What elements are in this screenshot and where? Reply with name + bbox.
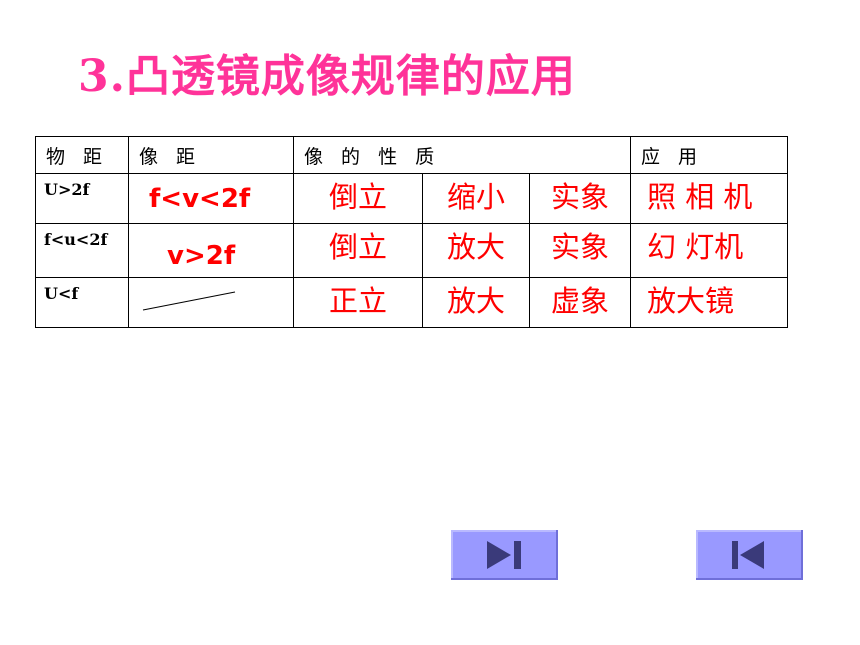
header-object-distance: 物 距 (35, 136, 129, 174)
application-cell: 幻 灯机 (630, 223, 788, 278)
diagonal-line (142, 291, 236, 311)
condition-cell: f<u<2f (35, 223, 129, 278)
lens-imaging-table: 物 距 像 距 像 的 性 质 应 用 U>2f f<v<2f 倒立 缩小 实象… (35, 136, 788, 328)
condition-cell: U>2f (35, 173, 129, 224)
orientation-cell: 正立 (293, 277, 423, 328)
size-cell: 缩小 (422, 173, 530, 224)
orientation-cell: 倒立 (293, 223, 423, 278)
skip-back-icon (732, 541, 764, 569)
slide-title: 3.凸透镜成像规律的应用 (78, 51, 576, 102)
size-cell: 放大 (422, 223, 530, 278)
table-header-row: 物 距 像 距 像 的 性 质 应 用 (35, 136, 788, 174)
image-distance-cell: v>2f (128, 223, 294, 278)
image-distance-cell-empty (128, 277, 294, 328)
header-image-nature: 像 的 性 质 (293, 136, 631, 174)
table-row: U<f 正立 放大 虚象 放大镜 (35, 277, 788, 328)
table-row: f<u<2f v>2f 倒立 放大 实象 幻 灯机 (35, 223, 788, 278)
image-type-cell: 虚象 (529, 277, 631, 328)
size-cell: 放大 (422, 277, 530, 328)
application-cell: 照 相 机 (630, 173, 788, 224)
application-cell: 放大镜 (630, 277, 788, 328)
image-type-cell: 实象 (529, 173, 631, 224)
prev-slide-button[interactable] (696, 530, 803, 580)
skip-forward-icon (487, 541, 521, 569)
header-application: 应 用 (630, 136, 788, 174)
table-row: U>2f f<v<2f 倒立 缩小 实象 照 相 机 (35, 173, 788, 224)
image-distance-cell: f<v<2f (128, 173, 294, 224)
header-image-distance: 像 距 (128, 136, 294, 174)
condition-cell: U<f (35, 277, 129, 328)
image-type-cell: 实象 (529, 223, 631, 278)
next-slide-button[interactable] (451, 530, 558, 580)
orientation-cell: 倒立 (293, 173, 423, 224)
